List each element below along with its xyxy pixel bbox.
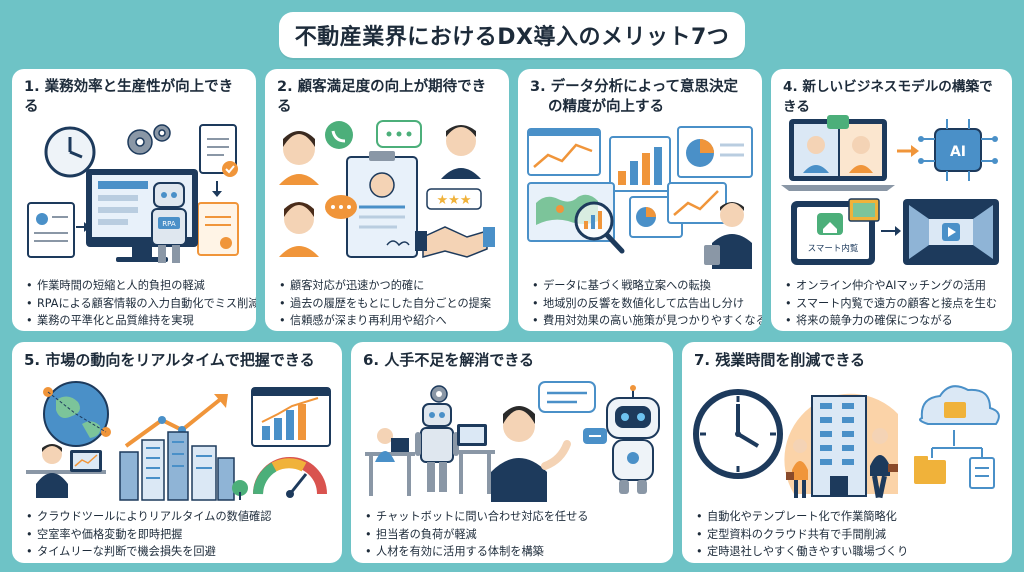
gear-icon [430,385,448,403]
bullet-list: 自動化やテンプレート化で作業簡略化 定型資料のクラウド共有で手間削減 定時退社し… [696,508,1004,561]
list-item: チャットボットに問い合わせ対応を任せる [365,508,665,526]
market-illustration [12,374,342,502]
automation-illustration: RPA [12,107,256,273]
list-item: RPAによる顧客情報の入力自動化でミス削減 [26,295,256,313]
card-customer-satisfaction: 2. 顧客満足度の向上が期待できる [265,69,509,331]
chat-bubble-icon [583,428,607,444]
robot-label: RPA [162,220,176,228]
virtual-tour-screen-icon [903,199,999,265]
businessman-avatar [704,202,752,269]
card-new-business-model: 4. 新しいビジネスモデルの構築できる AI [771,69,1012,331]
card-title: 5. 市場の動向をリアルタイムで把握できる [24,351,315,369]
buildings-icon [119,431,248,501]
robot-icon [415,403,459,492]
robot-icon: RPA [151,182,187,263]
office-building-icon [784,393,898,497]
chatbot-robot-icon [606,385,660,494]
list-item: 過去の履歴をもとにした自分ごとの提案 [279,295,501,313]
card-title: 4. 新しいビジネスモデルの構築できる [783,79,993,115]
woman-avatar [279,131,319,185]
video-call-laptop-icon [781,115,895,191]
card-data-analysis: 3. データ分析によって意思決定の精度が向上する [518,69,762,331]
photo-icon [848,198,880,222]
pie-chart-panel [677,126,753,178]
customer-illustration: ★★★ [265,107,509,273]
phone-chat-icon [325,121,353,149]
chat-bubble-icon [325,195,357,219]
bullet-list: 顧客対応が迅速かつ的確に 過去の履歴をもとにした自分ごとの提案 信頼感が深まり再… [279,277,501,330]
magnifier-icon [574,201,625,254]
list-item: 作業時間の短縮と人的負担の軽減 [26,277,248,295]
list-item: 担当者の負荷が軽減 [365,526,665,544]
folder-icon [914,456,946,484]
tablet-label: スマート内覧 [808,243,859,254]
agent-avatar [441,125,481,179]
document-icon [199,124,238,177]
list-item: 定型資料のクラウド共有で手間削減 [696,526,1004,544]
rating-stars-icon: ★★★ [426,188,482,210]
bullet-list: データに基づく戦略立案への転換 地域別の反響を数値化して広告出し分け 費用対効果… [532,277,762,330]
list-item: 空室率や価格変動を即時把握 [26,526,334,544]
list-item: オンライン仲介やAIマッチングの活用 [785,277,1004,295]
bar-chart-panel [251,387,331,447]
clock-icon [693,389,783,479]
globe-icon [43,381,111,447]
bullet-list: クラウドツールによりリアルタイムの数値確認 空室率や価格変動を即時把握 タイムリ… [26,508,334,561]
svg-text:★★★: ★★★ [437,193,472,208]
card-title: 7. 残業時間を削減できる [694,351,866,369]
handshake-icon [415,226,495,258]
list-item: 定時退社しやすく働きやすい職場づくり [696,543,1004,561]
card-title: 6. 人手不足を解消できる [363,351,535,369]
card-title: 3. データ分析によって意思決定の精度が向上する [530,79,738,115]
analyst-avatar [26,444,106,498]
overtime-illustration [682,374,1012,502]
bullet-list: チャットボットに問い合わせ対応を任せる 担当者の負荷が軽減 人材を有効に活用する… [365,508,665,561]
list-item: スマート内覧で遠方の顧客と接点を生む [785,295,1004,313]
list-item: タイムリーな判断で機会損失を回避 [26,543,334,561]
list-item: データに基づく戦略立案への転換 [532,277,754,295]
bullet-list: 作業時間の短縮と人的負担の軽減 RPAによる顧客情報の入力自動化でミス削減 業務… [26,277,256,330]
card-title: 2. 顧客満足度の向上が期待できる [277,79,487,115]
clock-icon [44,126,96,178]
list-item: 信頼感が深まり再利用や紹介へ [279,312,501,330]
profile-document-icon [27,202,75,258]
list-item: 業務の平準化と品質維持を実現 [26,312,248,330]
document-icon [197,202,239,256]
cloud-icon [919,385,1000,425]
gear-icon [127,124,171,155]
card-overtime-reduction: 7. 残業時間を削減できる [682,342,1012,563]
chat-bubble-icon [538,381,596,413]
list-item: 将来の競争力の確保につながる [785,312,1004,330]
chat-bubble-icon [376,120,422,148]
list-item: 地域別の反響を数値化して広告出し分け [532,295,754,313]
page-title: 不動産業界におけるDX導入のメリット7つ [279,12,745,58]
line-chart-panel [527,128,601,176]
list-item: 顧客対応が迅速かつ的確に [279,277,501,295]
commuter-avatar [786,439,808,498]
clipboard-icon [346,151,418,258]
analytics-illustration [518,123,762,273]
commuter-avatar [870,428,898,499]
bar-chart-panel [609,136,671,192]
chatbot-illustration [351,374,673,502]
card-title: 1. 業務効率と生産性が向上できる [24,79,234,115]
document-icon [969,457,995,489]
ai-chip-icon: AI [918,119,998,181]
card-labor-shortage: 6. 人手不足を解消できる [351,342,673,563]
list-item: 自動化やテンプレート化で作業簡略化 [696,508,1004,526]
list-item: 費用対効果の高い施策が見つかりやすくなる [532,312,762,330]
line-chart-panel [667,182,727,224]
list-item: クラウドツールによりリアルタイムの数値確認 [26,508,334,526]
operator-avatar [491,406,571,502]
bullet-list: オンライン仲介やAIマッチングの活用 スマート内覧で遠方の顧客と接点を生む 将来… [785,277,1004,330]
monitor-icon [455,424,495,494]
list-item: 人材を有効に活用する体制を構築 [365,543,665,561]
gauge-icon [253,457,327,498]
worker-desk-icon [365,428,415,496]
business-model-illustration: AI スマート内覧 [771,107,1012,273]
card-market-trends: 5. 市場の動向をリアルタイムで把握できる [12,342,342,563]
card-efficiency: 1. 業務効率と生産性が向上できる [12,69,256,331]
woman-avatar [279,202,319,257]
ai-label: AI [950,144,966,160]
